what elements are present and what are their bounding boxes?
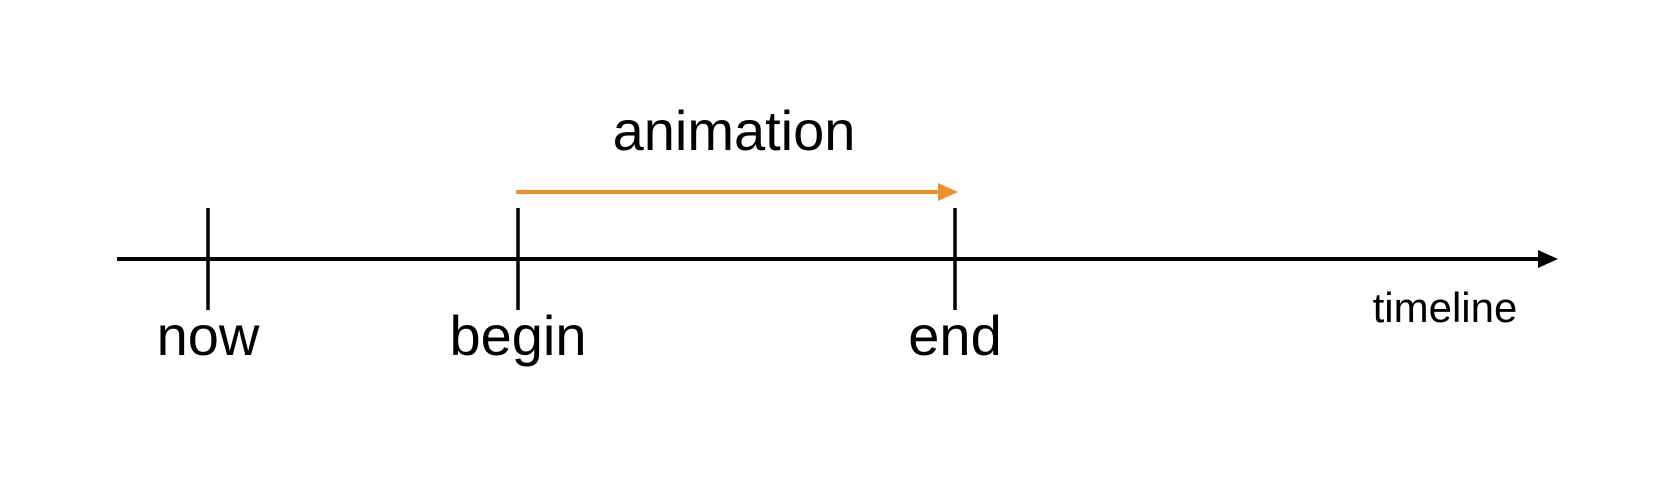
tick-label-begin: begin <box>449 304 586 367</box>
timeline-axis-arrowhead <box>1538 250 1558 268</box>
animation-label: animation <box>613 99 856 162</box>
tick-label-end: end <box>908 304 1001 367</box>
tick-label-now: now <box>157 304 260 367</box>
animation-arrow-head <box>938 183 958 201</box>
animation-arrow <box>516 183 958 201</box>
timeline-label: timeline <box>1373 284 1518 331</box>
timeline-axis <box>117 250 1558 268</box>
